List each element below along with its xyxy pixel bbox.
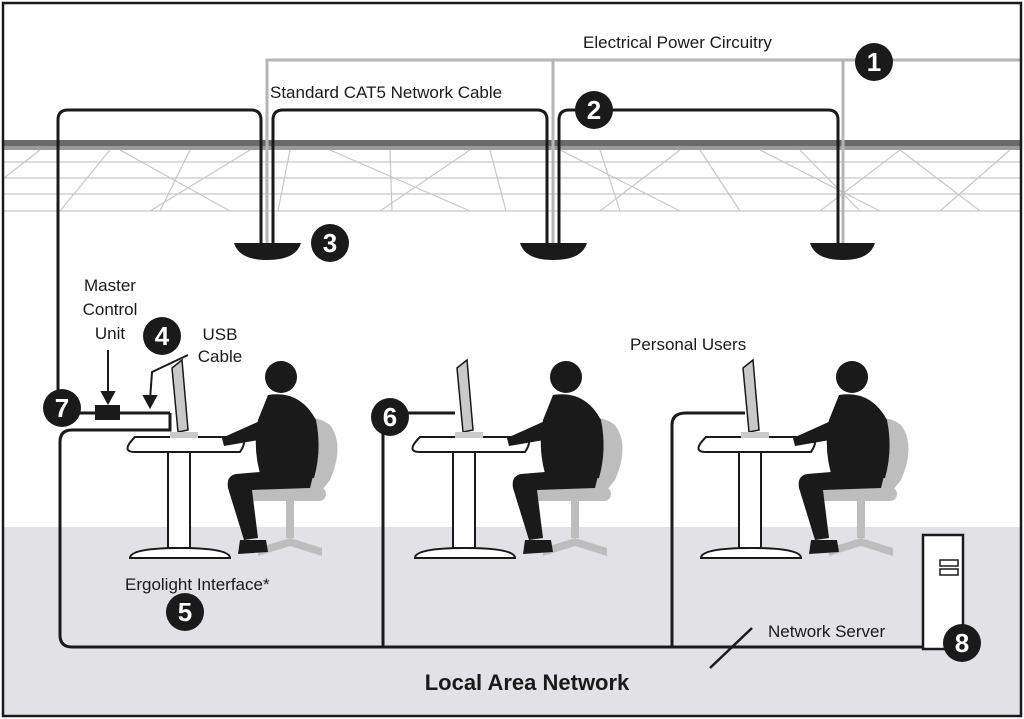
ceiling [3, 140, 1020, 212]
chair-base [829, 538, 893, 556]
badge-1-number: 1 [867, 47, 881, 77]
monitor-stand [741, 432, 769, 438]
badge-7-number: 7 [55, 393, 69, 423]
chair-post [857, 500, 865, 538]
ceiling-lamps [234, 243, 875, 260]
power-circuitry-label: Electrical Power Circuitry [583, 33, 772, 52]
cat5-cable-label: Standard CAT5 Network Cable [270, 83, 502, 102]
desk-leg [452, 451, 476, 549]
badge-8-number: 8 [955, 628, 969, 658]
desk-base [699, 546, 803, 559]
workstation-3 [697, 358, 909, 559]
badge-3-number: 3 [323, 228, 337, 258]
monitor [456, 358, 474, 433]
desk-base [413, 546, 517, 559]
badge-6-number: 6 [383, 402, 397, 432]
local-area-network-label: Local Area Network [425, 670, 630, 695]
master-control-label-line1: Master [84, 276, 136, 295]
ceiling-lamp-2 [520, 243, 587, 260]
chair-seat [531, 487, 611, 501]
cat5-cable-lines [56, 108, 930, 649]
chair-seat [817, 487, 897, 501]
desk-leg [738, 451, 762, 549]
master-control-label-line3: Unit [95, 324, 126, 343]
badge-6: 6 [371, 398, 409, 436]
badge-7: 7 [43, 389, 81, 427]
person [793, 361, 890, 554]
cable-break-mark [709, 627, 753, 669]
chair-post [571, 500, 579, 538]
monitor-stand [455, 432, 483, 438]
chair-seat [246, 487, 326, 501]
badge-1: 1 [855, 43, 893, 81]
badge-2-number: 2 [587, 95, 601, 125]
desk-base [128, 546, 232, 559]
chair-base [543, 538, 607, 556]
badge-2: 2 [575, 91, 613, 129]
monitor [742, 358, 760, 433]
ergolight-interface-label: Ergolight Interface* [125, 575, 270, 594]
network-server-label: Network Server [768, 622, 885, 641]
person [222, 361, 319, 554]
badge-5: 5 [166, 593, 204, 631]
monitor [171, 358, 189, 433]
desk-leg [167, 451, 191, 549]
badge-4-number: 4 [155, 321, 170, 351]
usb-cable-label-line1: USB [203, 325, 238, 344]
power-circuitry-lines [265, 58, 1020, 243]
master-control-unit [95, 405, 120, 420]
chair-post [286, 500, 294, 538]
callout-arrows [100, 350, 189, 410]
ceiling-lamp-1 [234, 243, 301, 260]
workstation-1 [126, 358, 338, 559]
badge-8: 8 [943, 624, 981, 662]
badge-4: 4 [143, 317, 181, 355]
workstation-2 [411, 358, 623, 559]
badge-5-number: 5 [178, 597, 192, 627]
master-control-label-line2: Control [83, 300, 138, 319]
usb-cable-label-line2: Cable [198, 347, 242, 366]
ceiling-grid [3, 149, 1020, 212]
monitor-stand [170, 432, 198, 438]
badge-3: 3 [311, 224, 349, 262]
ceiling-lamp-3 [810, 243, 875, 260]
personal-users-label: Personal Users [630, 335, 746, 354]
chair-base [258, 538, 322, 556]
person [507, 361, 604, 554]
